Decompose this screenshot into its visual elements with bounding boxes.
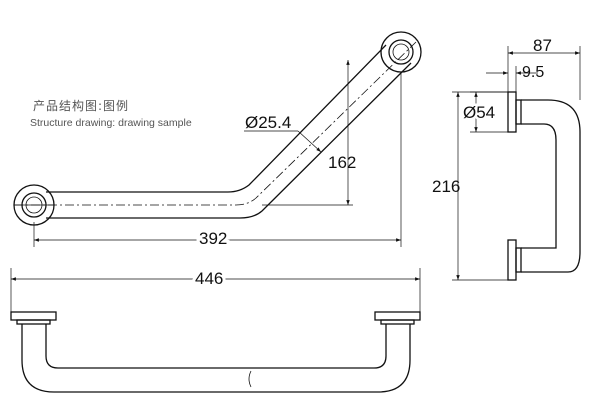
bottom-flange bbox=[507, 239, 517, 281]
tube-lower-edge bbox=[46, 62, 412, 219]
overall-height-label: 216 bbox=[432, 177, 460, 196]
overall-height-dim: 216 bbox=[432, 91, 508, 281]
top-view: Ø25.4 162 392 bbox=[13, 31, 422, 251]
front-tube-inner bbox=[45, 324, 387, 369]
vertical-rise-label: 162 bbox=[328, 153, 356, 172]
front-tube-outer bbox=[21, 324, 411, 393]
caption-en: Structure drawing: drawing sample bbox=[30, 117, 192, 129]
right-flange bbox=[380, 31, 422, 73]
projection-label: 87 bbox=[533, 36, 552, 55]
vertical-rise-dim: 162 bbox=[262, 60, 356, 206]
flange-diameter-dim: Ø54 bbox=[461, 91, 508, 133]
flange-diameter-label: Ø54 bbox=[463, 103, 495, 122]
flange-thickness-label: 9.5 bbox=[522, 64, 544, 81]
side-tube-outer bbox=[521, 99, 581, 273]
tube-upper-edge bbox=[46, 44, 387, 193]
front-right-flange bbox=[374, 311, 421, 321]
front-left-flange bbox=[10, 311, 57, 321]
flange-thickness-dim: 9.5 bbox=[486, 64, 544, 92]
caption-cn: 产品结构图:图例 bbox=[33, 98, 129, 113]
projection-dim: 87 bbox=[507, 36, 581, 100]
horizontal-length-dim: 392 bbox=[33, 72, 402, 251]
caption: 产品结构图:图例 Structure drawing: drawing samp… bbox=[30, 98, 192, 129]
tube-diameter-dim: Ø25.4 bbox=[244, 113, 322, 153]
overall-length-label: 446 bbox=[195, 269, 223, 288]
side-view: 87 9.5 Ø54 216 bbox=[432, 36, 581, 281]
tube-centerline bbox=[14, 41, 417, 206]
side-tube-inner bbox=[521, 123, 557, 249]
horizontal-length-label: 392 bbox=[199, 229, 227, 248]
tube-diameter-label: Ø25.4 bbox=[245, 113, 291, 132]
weld-mark bbox=[248, 370, 252, 388]
overall-length-dim: 446 bbox=[10, 266, 421, 312]
top-flange bbox=[507, 91, 517, 133]
front-view: 446 bbox=[10, 266, 421, 393]
